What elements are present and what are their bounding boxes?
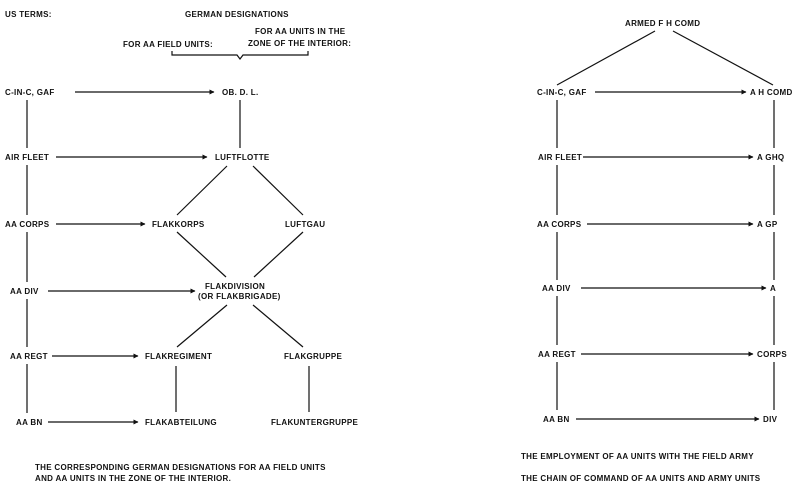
left-caption-line2: AND AA UNITS IN THE ZONE OF THE INTERIOR… [35,474,231,483]
zone-header-line1: FOR AA UNITS IN THE [255,27,346,36]
aa-unit-aa-div: AA DIV [542,284,571,293]
us-rank-aa-corps: AA CORPS [5,220,50,229]
node-luftgau: LUFTGAU [285,220,325,229]
aa-unit-air-fleet: AIR FLEET [538,153,582,162]
left-diagram: US TERMS: GERMAN DESIGNATIONS FOR AA FIE… [5,10,359,483]
us-rank-aa-div: AA DIV [10,287,39,296]
hierarchy-line [176,304,228,348]
aa-unit-aa-corps: AA CORPS [537,220,582,229]
node-armed-f-h-comd: ARMED F H COMD [625,19,700,28]
field-units-header: FOR AA FIELD UNITS: [123,40,213,49]
german-designations-label: GERMAN DESIGNATIONS [185,10,289,19]
right-caption-line2: THE CHAIN OF COMMAND OF AA UNITS AND ARM… [521,474,761,483]
us-terms-label: US TERMS: [5,10,52,19]
aa-unit-aa-regt: AA REGT [538,350,576,359]
right-diagram: ARMED F H COMD C-IN-C, GAF AIR FLEET AA … [521,19,793,483]
hierarchy-line [176,231,227,278]
hierarchy-line [253,231,304,278]
us-rank-aa-bn: AA BN [16,418,43,427]
node-flakabteilung: FLAKABTEILUNG [145,418,217,427]
node-flakuntergruppe: FLAKUNTERGRUPPE [271,418,359,427]
army-unit-div: DIV [763,415,778,424]
us-rank-aa-regt: AA REGT [10,352,48,361]
us-rank-c-in-c: C-IN-C, GAF [5,88,55,97]
us-rank-air-fleet: AIR FLEET [5,153,49,162]
army-unit-a: A [770,284,776,293]
army-unit-a-h-comd: A H COMD [750,88,793,97]
left-caption-line1: THE CORRESPONDING GERMAN DESIGNATIONS FO… [35,463,326,472]
hierarchy-line [176,165,228,216]
node-flakkorps: FLAKKORPS [152,220,205,229]
node-flakgruppe: FLAKGRUPPE [284,352,342,361]
aa-unit-aa-bn: AA BN [543,415,570,424]
right-caption-line1: THE EMPLOYMENT OF AA UNITS WITH THE FIEL… [521,452,754,461]
header-brace [171,51,309,60]
army-unit-a-gp: A GP [757,220,778,229]
node-flakbrigade: (OR FLAKBRIGADE) [198,292,281,301]
top-branch-line [556,30,656,86]
node-flakregiment: FLAKREGIMENT [145,352,212,361]
node-luftflotte: LUFTFLOTTE [215,153,270,162]
node-ob-dl: OB. D. L. [222,88,258,97]
node-flakdivision: FLAKDIVISION [205,282,265,291]
zone-header-line2: ZONE OF THE INTERIOR: [248,39,351,48]
hierarchy-line [252,304,304,348]
army-unit-corps: CORPS [757,350,787,359]
hierarchy-line [252,165,304,216]
army-unit-a-ghq: A GHQ [757,153,784,162]
top-branch-line [672,30,774,86]
aa-unit-c-in-c: C-IN-C, GAF [537,88,587,97]
